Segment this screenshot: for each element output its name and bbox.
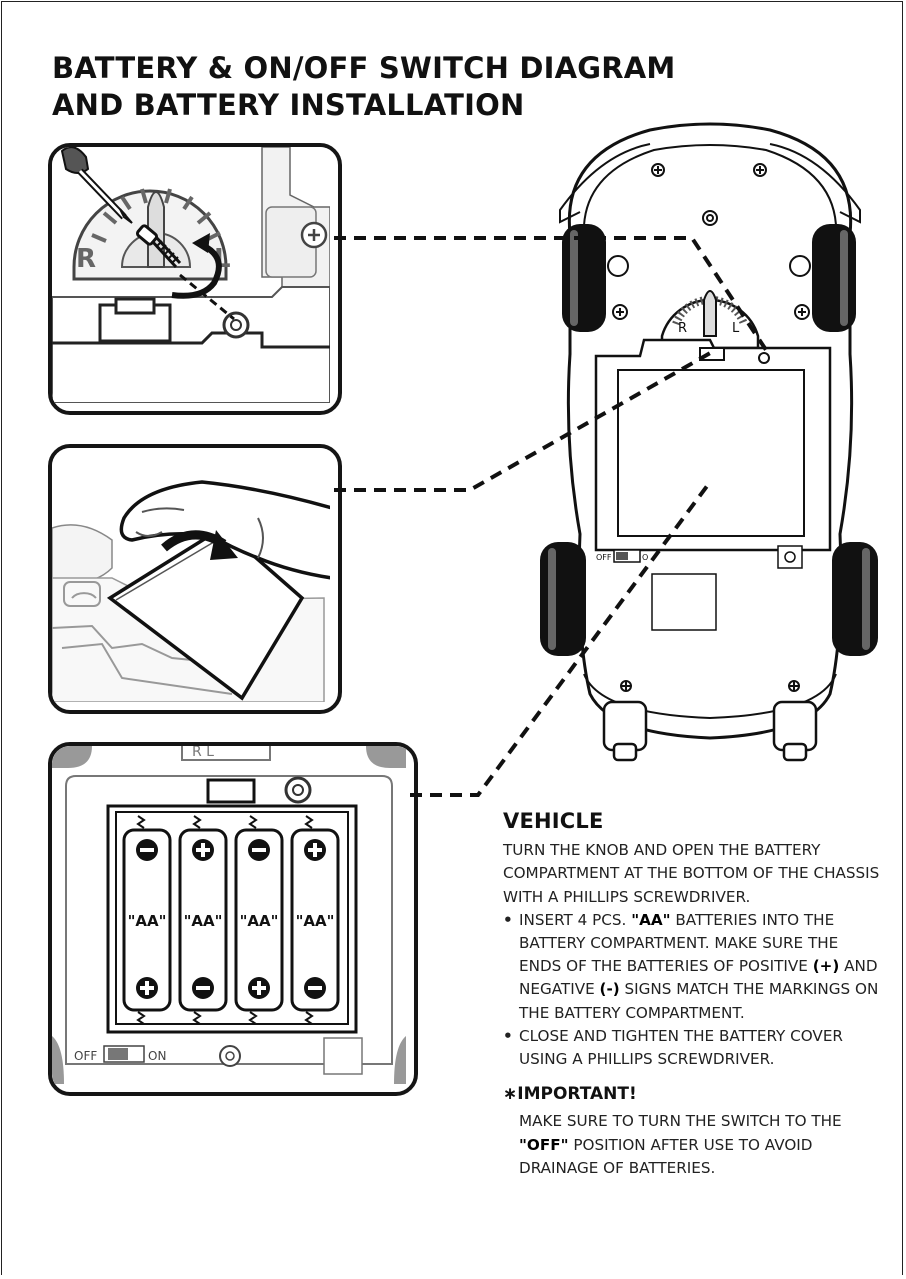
battery-icon: "AA" <box>178 828 228 1012</box>
title-line-1: BATTERY & ON/OFF SWITCH DIAGRAM <box>52 51 676 85</box>
battery-icon: "AA" <box>290 828 340 1012</box>
hand-icon <box>119 480 330 580</box>
screw-hole <box>222 311 250 339</box>
battery-icon: "AA" <box>122 828 172 1012</box>
mini-knob-letter-l: L <box>732 321 740 336</box>
battery-label-1: "AA" <box>128 912 167 930</box>
bullet-dot: • <box>503 1026 513 1045</box>
switch-on-label: ON <box>148 1049 166 1063</box>
important-text: MAKE SURE TO TURN THE SWITCH TO THE "OFF… <box>519 1112 842 1177</box>
mini-knob-letter-r: R <box>678 321 687 336</box>
wheel-icon <box>832 542 878 656</box>
bullet-dot: • <box>503 910 513 929</box>
battery-cover-icon <box>106 525 305 701</box>
curved-arrow-icon <box>161 530 238 560</box>
power-switch-icon: OFF ON <box>74 1045 166 1063</box>
wheel-icon <box>812 224 856 332</box>
battery-label-2: "AA" <box>184 912 223 930</box>
battery-icon: "AA" <box>234 828 284 1012</box>
spring-icon <box>136 815 314 1025</box>
title-line-2: AND BATTERY INSTALLATION <box>52 88 525 122</box>
vehicle-intro: TURN THE KNOB AND OPEN THE BATTERY COMPA… <box>503 841 880 906</box>
car-switch-off: OFF <box>596 553 612 562</box>
knob-detail-panel: R L <box>48 143 342 415</box>
battery-compartment-panel: R L "AA" "AA" <box>48 742 418 1096</box>
bullet-insert-batteries: •INSERT 4 PCS. "AA" BATTERIES INTO THE B… <box>503 910 879 1022</box>
screwdriver-icon <box>60 147 133 224</box>
car-switch-on: O <box>642 553 648 562</box>
battery-slots: "AA" "AA" "AA" "AA" <box>122 815 340 1025</box>
wheel-icon <box>562 224 606 332</box>
instructions: VEHICLE TURN THE KNOB AND OPEN THE BATTE… <box>503 809 883 1180</box>
vehicle-heading: VEHICLE <box>503 809 604 833</box>
phillips-screw-icon <box>300 221 328 249</box>
battery-label-4: "AA" <box>296 912 335 930</box>
important-note: ∗IMPORTANT! MAKE SURE TO TURN THE SWITCH… <box>503 1083 883 1180</box>
page-title: BATTERY & ON/OFF SWITCH DIAGRAM AND BATT… <box>52 50 675 124</box>
knob-letter-r: R <box>76 244 96 274</box>
instruction-bullets: •INSERT 4 PCS. "AA" BATTERIES INTO THE B… <box>503 909 883 1071</box>
bullet-close-cover: •CLOSE AND TIGHTEN THE BATTERY COVER USI… <box>503 1026 843 1069</box>
battery-label-3: "AA" <box>240 912 279 930</box>
screw-icon <box>135 224 182 269</box>
cover-open-panel <box>48 444 342 714</box>
car-chassis-icon: R L OFF O <box>540 114 880 774</box>
wheel-icon <box>540 542 586 656</box>
svg-text:R L: R L <box>192 746 214 760</box>
rotate-arrow-icon <box>171 233 235 321</box>
important-heading: ∗IMPORTANT! <box>503 1084 637 1105</box>
switch-off-label: OFF <box>74 1049 97 1063</box>
